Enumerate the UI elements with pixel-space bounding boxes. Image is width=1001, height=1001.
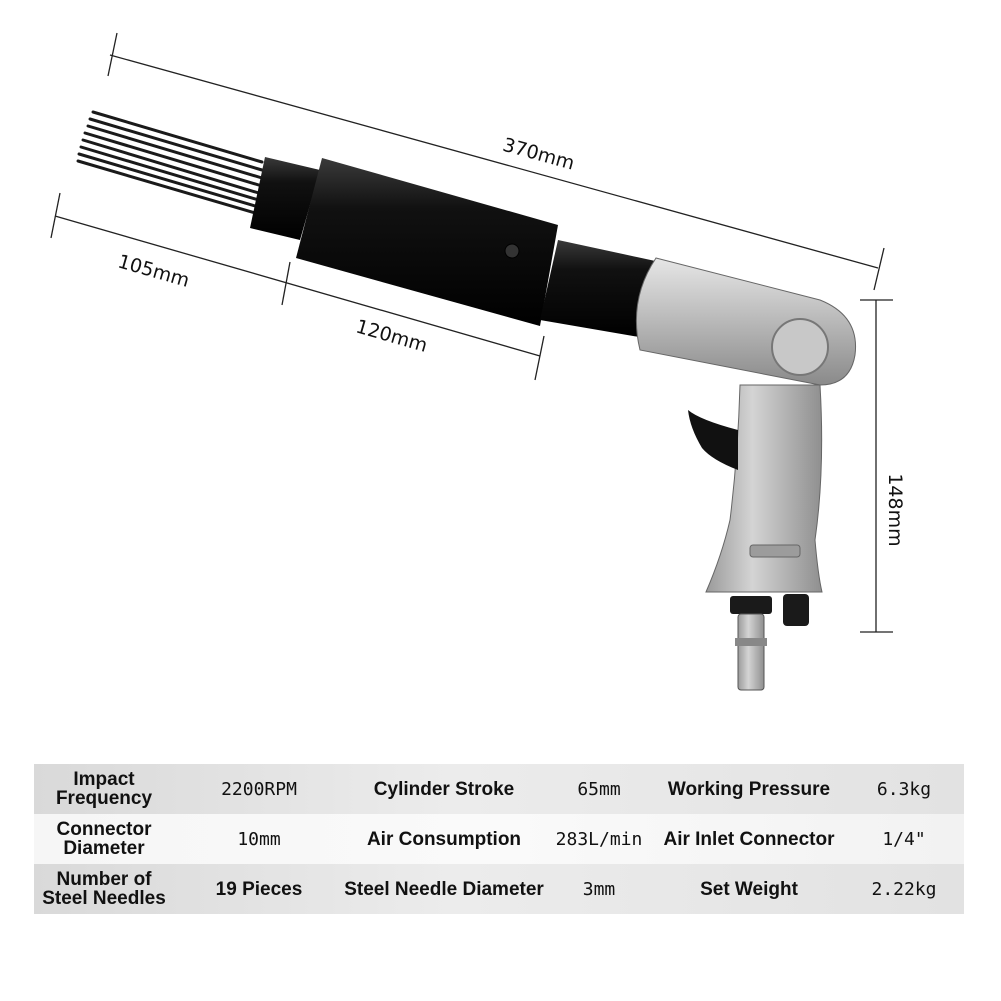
needle-scaler-illustration: 370mm 105mm 120mm 148mm: [50, 32, 906, 691]
spec-label: Working Pressure: [667, 778, 831, 800]
spec-value: 2.22kg: [871, 878, 937, 900]
spec-value: 10mm: [237, 828, 281, 850]
overall-length-label: 370mm: [500, 134, 577, 175]
spec-label: Connector Diameter: [56, 819, 152, 859]
spec-label: Number of Steel Needles: [42, 869, 166, 909]
height-label: 148mm: [884, 473, 906, 546]
spec-value: 6.3kg: [876, 778, 932, 800]
spec-label: Impact Frequency: [55, 769, 153, 809]
spec-value: 1/4": [882, 828, 926, 850]
tool-body: [635, 257, 857, 691]
spec-value: 3mm: [582, 878, 616, 900]
spec-table: Impact Frequency 2200RPM Cylinder Stroke…: [34, 764, 964, 914]
spec-row-3: Number of Steel Needles 19 Pieces Steel …: [34, 864, 964, 914]
steel-needles: [76, 110, 264, 217]
tool-barrel: [250, 157, 660, 338]
spec-value: 65mm: [577, 778, 621, 800]
barrel-length-label: 120mm: [353, 316, 430, 357]
spec-row-1: Impact Frequency 2200RPM Cylinder Stroke…: [34, 764, 964, 814]
front-length-label: 105mm: [115, 251, 192, 292]
spec-value: 19 Pieces: [215, 878, 303, 900]
spec-value: 2200RPM: [221, 778, 297, 800]
spec-label: Steel Needle Diameter: [344, 878, 544, 900]
spec-label: Set Weight: [700, 878, 798, 900]
spec-label: Air Consumption: [366, 828, 522, 850]
spec-label: Air Inlet Connector: [663, 828, 835, 850]
spec-label: Cylinder Stroke: [373, 778, 515, 800]
dimension-lines: [50, 32, 893, 633]
spec-value: 283L/min: [555, 828, 643, 850]
spec-row-2: Connector Diameter 10mm Air Consumption …: [34, 814, 964, 864]
